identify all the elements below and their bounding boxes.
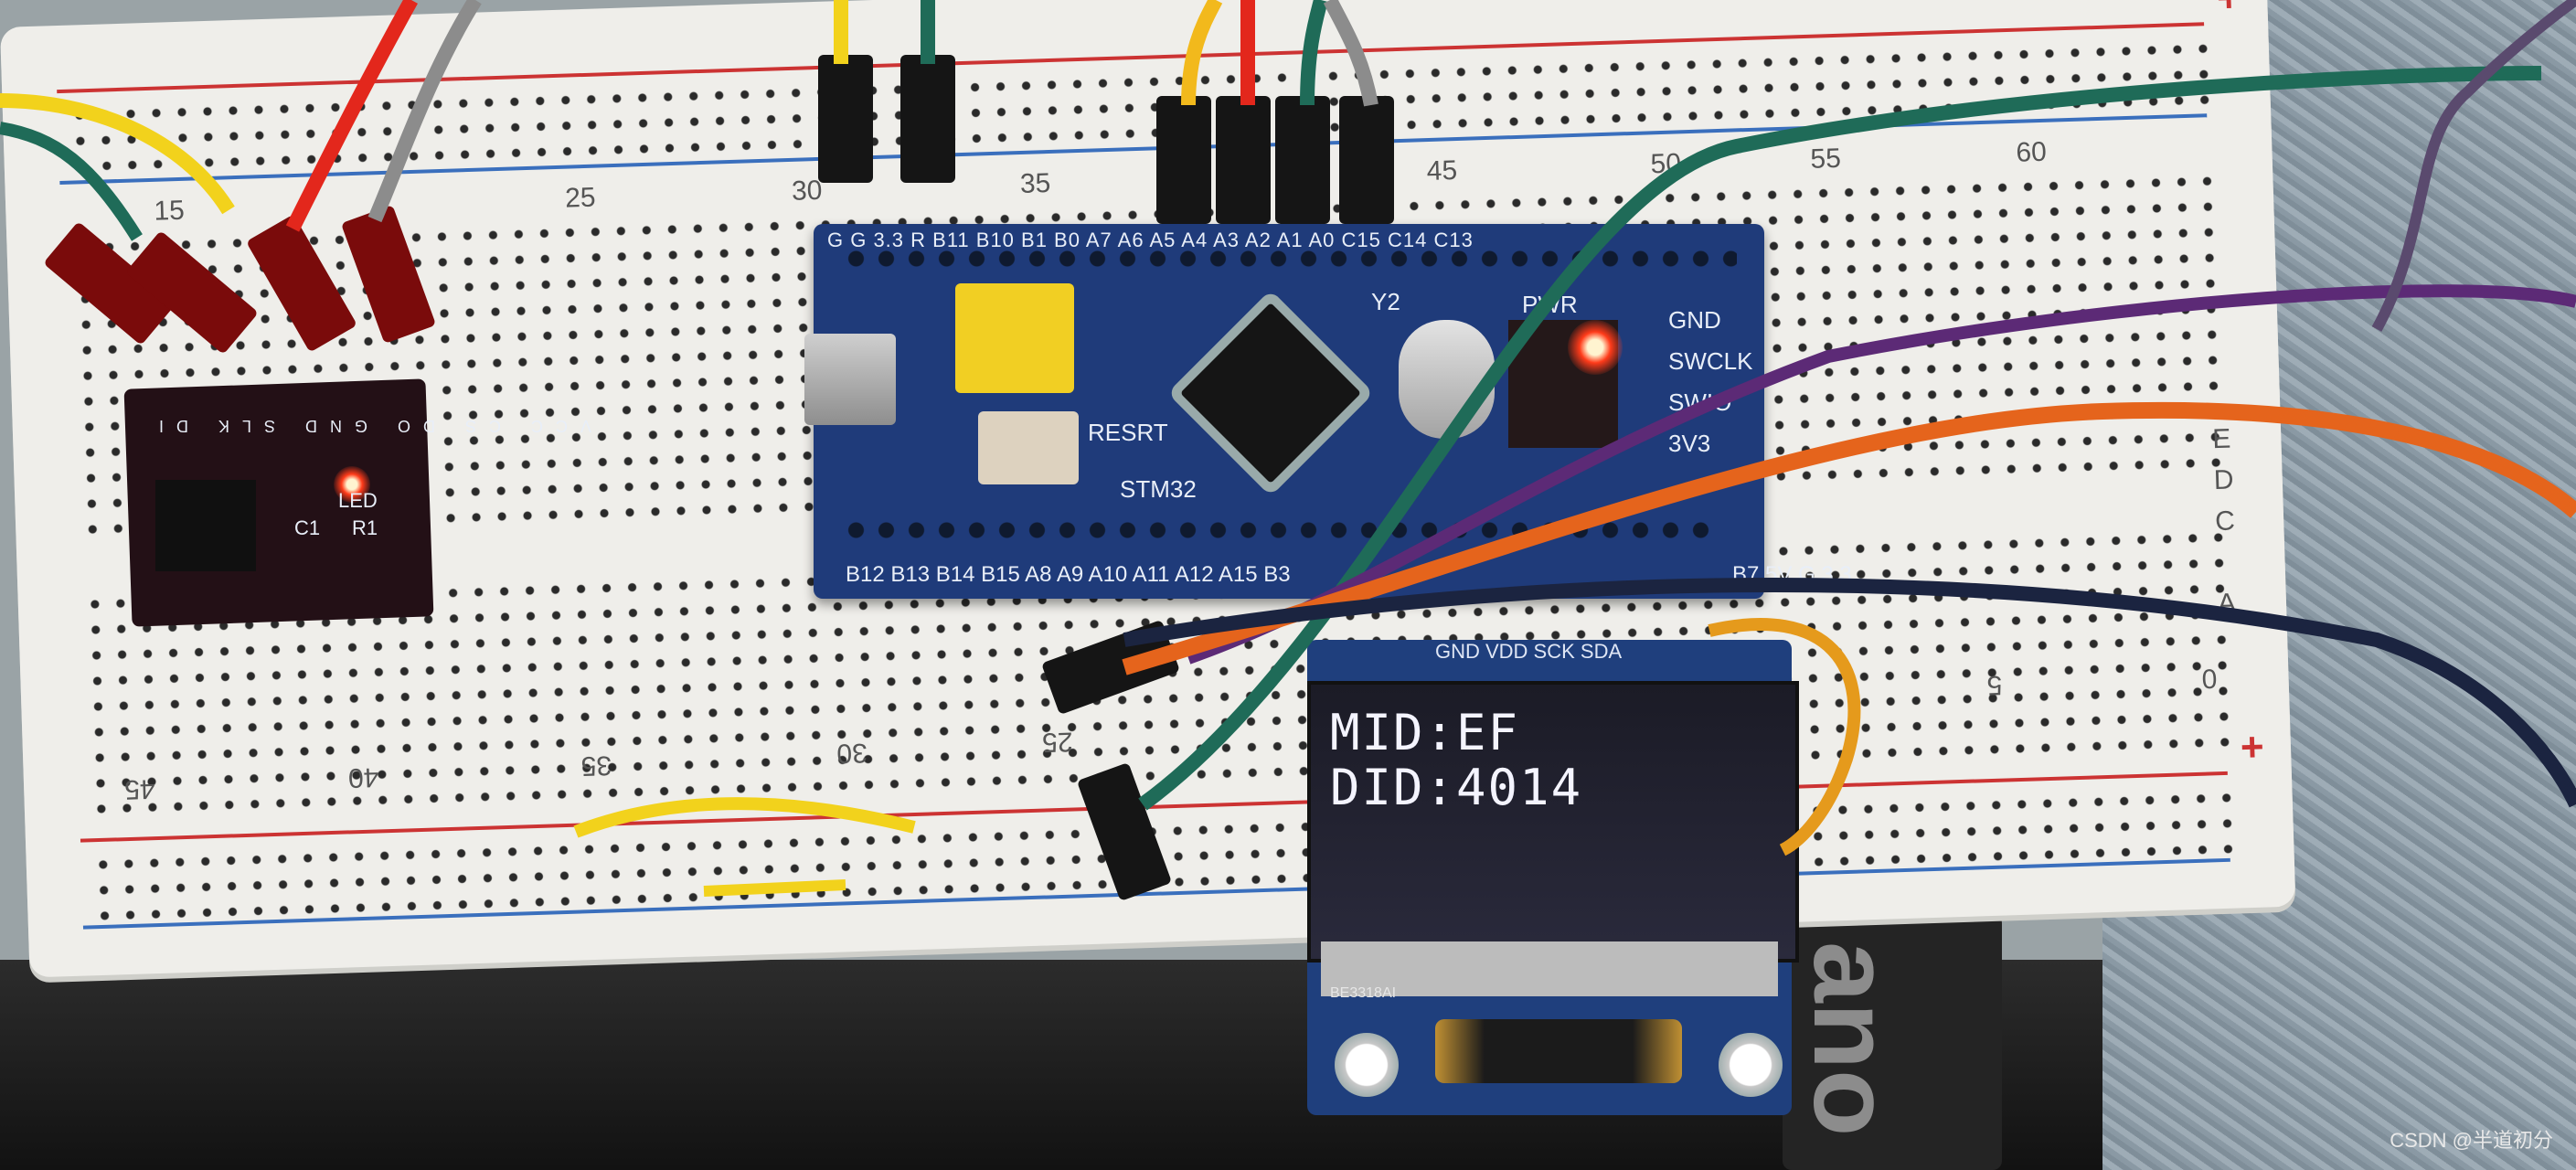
dark-box — [1783, 914, 2002, 1170]
module-led — [334, 466, 370, 503]
crystal-label: Y2 — [1371, 288, 1400, 315]
dupont-connector — [1216, 96, 1271, 224]
boot-jumpers — [955, 283, 1074, 393]
board-model-label: STM32 — [1120, 475, 1197, 503]
mount-hole — [1335, 1033, 1399, 1097]
oled-pin-labels: GND VDD SCK SDA — [1435, 640, 1623, 663]
reset-label: RESRT — [1088, 419, 1168, 446]
flash-chip — [155, 480, 256, 571]
dupont-connector — [900, 55, 955, 183]
bottom-pin-labels: B12 B13 B14 B15 A8 A9 A10 A11 A12 A15 B3 — [846, 562, 1291, 587]
oled-screen — [1307, 681, 1799, 963]
side-pin-3v3: 3V3 — [1668, 430, 1711, 457]
crystal-oscillator — [1399, 320, 1495, 439]
dupont-connector — [1275, 96, 1330, 224]
oled-glass-strip — [1321, 941, 1778, 996]
mount-hole — [1719, 1033, 1783, 1097]
dupont-connector — [1339, 96, 1394, 224]
dupont-connector — [818, 55, 873, 183]
module-led-label: LED — [338, 489, 378, 512]
dupont-connector — [1156, 96, 1211, 224]
module-r1-label: R1 — [352, 516, 378, 539]
micro-usb-port — [804, 334, 896, 425]
side-pin-swclk: SWCLK — [1668, 347, 1753, 375]
module-c1-label: C1 — [294, 516, 321, 539]
top-pin-labels: G G 3.3 R B11 B10 B1 B0 A7 A6 A5 A4 A3 A… — [827, 229, 1474, 251]
oled-ribbon-cable — [1435, 1019, 1682, 1083]
reset-button — [978, 411, 1079, 484]
oled-line-2: DID:4014 — [1330, 759, 1583, 816]
oled-line-1: MID:EF — [1330, 704, 1520, 761]
oled-part-number: BE3318AI — [1330, 985, 1397, 1001]
side-pin-gnd: GND — [1668, 306, 1721, 334]
power-led — [1568, 320, 1623, 375]
watermark-text: CSDN @半道初分 — [2390, 1129, 2553, 1152]
